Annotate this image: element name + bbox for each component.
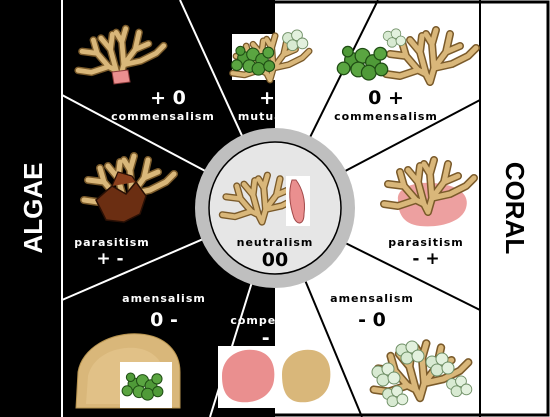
symbol-bottom-center: - - [262, 327, 284, 349]
illustration-mid-left [84, 156, 174, 223]
illustration-bottom-left [75, 333, 181, 409]
symbol-mid-right: - + [412, 249, 439, 269]
algae-side-label: ALGAE [18, 163, 48, 254]
illustration-top-center [231, 29, 324, 80]
symbol-center: 00 [262, 249, 288, 271]
symbol-mid-left: + - [96, 249, 123, 269]
center-neutralism [195, 128, 355, 288]
label-mid-left: parasitism [74, 236, 150, 249]
label-bottom-right: amensalism [330, 292, 414, 305]
symbol-bottom-left: 0 - [150, 309, 178, 331]
label-top-left: commensalism [111, 110, 215, 123]
symbol-top-right: 0 + [368, 87, 404, 109]
illustration-bottom-center [218, 346, 331, 408]
coral-side-label: CORAL [500, 162, 530, 255]
illustration-mid-right [384, 160, 474, 227]
illustration-top-left [78, 29, 164, 85]
label-top-right: commensalism [334, 110, 438, 123]
symbol-top-left: + 0 [150, 87, 186, 109]
label-mid-right: parasitism [388, 236, 464, 249]
symbol-bottom-right: - 0 [358, 309, 386, 331]
symbol-top-center: ++ [259, 87, 291, 109]
label-bottom-left: amensalism [122, 292, 206, 305]
label-bottom-center: competition [230, 314, 315, 327]
label-top-center: mutualism [238, 110, 312, 123]
label-center: neutralism [237, 236, 314, 249]
